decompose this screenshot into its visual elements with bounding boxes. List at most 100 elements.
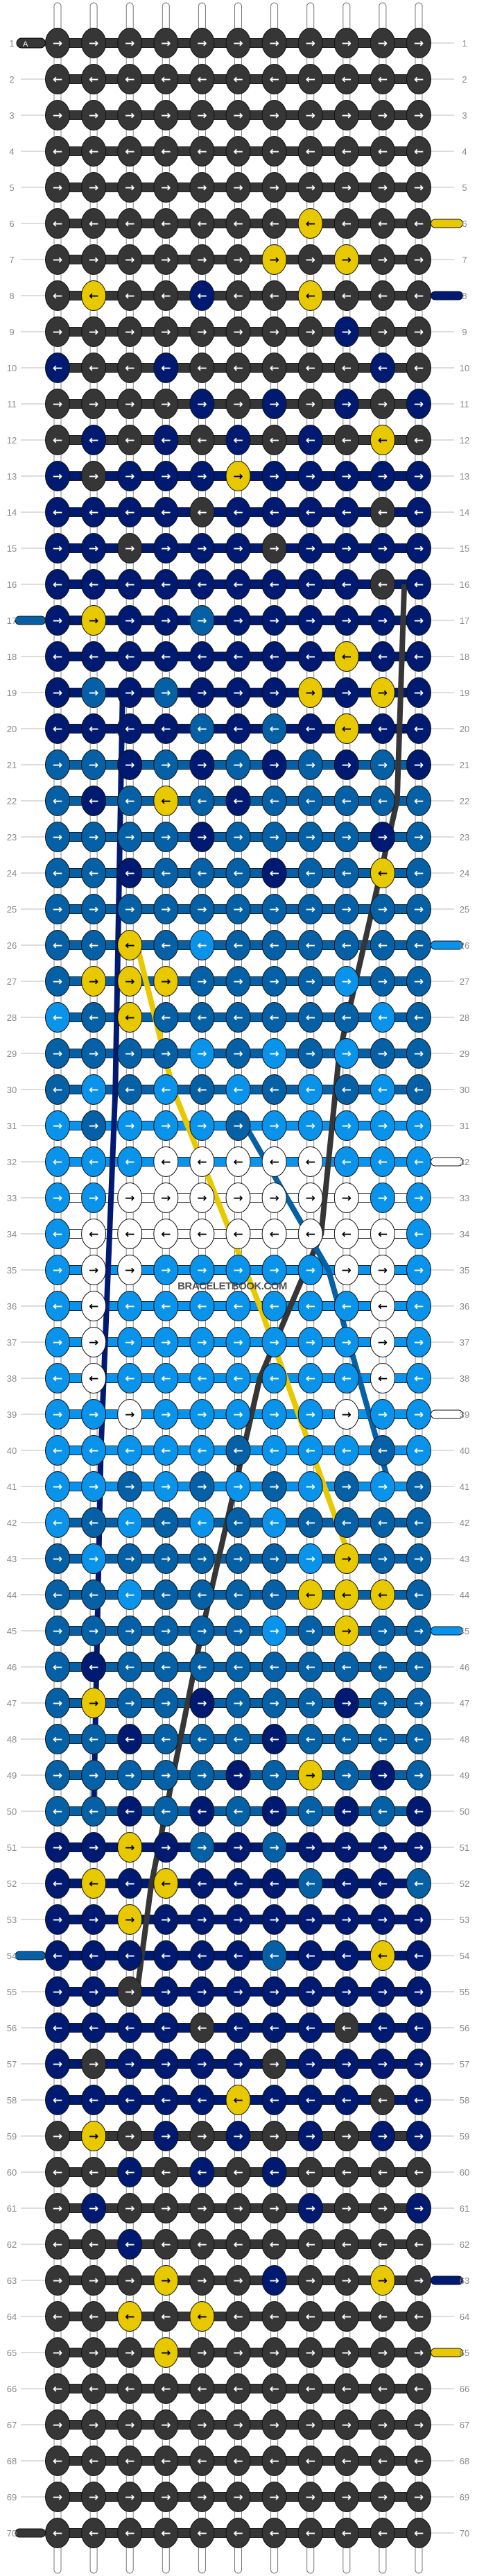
knot: ← — [189, 641, 215, 672]
arrow-right-icon: → — [414, 1769, 424, 1783]
arrow-right-icon: → — [269, 2202, 279, 2216]
arrow-right-icon: → — [197, 398, 207, 412]
knot: → — [45, 1760, 70, 1790]
arrow-right-icon: → — [161, 109, 171, 123]
knot: → — [81, 1616, 107, 1646]
knot: → — [261, 1471, 287, 1502]
arrow-left-icon: ← — [342, 362, 352, 375]
row-number-left: 14 — [7, 507, 17, 518]
arrow-left-icon: ← — [414, 1155, 424, 1169]
arrow-right-icon: → — [378, 831, 388, 845]
arrow-right-icon: → — [197, 1480, 207, 1494]
arrow-left-icon: ← — [53, 2094, 62, 2108]
knot: → — [225, 389, 251, 419]
knot: → — [117, 749, 143, 780]
knot: → — [117, 172, 143, 203]
arrow-right-icon: → — [53, 325, 62, 339]
arrow-right-icon: → — [125, 1697, 135, 1711]
knot: → — [406, 2482, 431, 2512]
knot: → — [117, 1110, 143, 1141]
knot: ← — [153, 353, 179, 383]
arrow-left-icon: ← — [233, 1228, 243, 1242]
arrow-left-icon: ← — [269, 2022, 279, 2035]
knot-shape — [45, 208, 70, 239]
knot: → — [189, 1760, 215, 1790]
arrow-left-icon: ← — [233, 1516, 243, 1530]
knot: ← — [406, 1435, 431, 1466]
arrow-right-icon: → — [342, 1119, 352, 1133]
knot: → — [297, 1688, 323, 1718]
knot: ← — [333, 2229, 359, 2260]
row-number-right: 15 — [460, 543, 469, 554]
knot: → — [333, 2409, 359, 2440]
arrow-right-icon: → — [233, 1769, 243, 1783]
thread-end-bottom — [125, 2545, 134, 2574]
knot-shape — [406, 244, 431, 275]
knot: → — [370, 1327, 395, 1357]
knot: → — [370, 316, 395, 347]
row-number-right: 23 — [460, 832, 469, 842]
arrow-left-icon: ← — [342, 1733, 352, 1747]
knot: ← — [370, 2085, 395, 2115]
arrow-left-icon: ← — [125, 1805, 135, 1819]
knot: ← — [333, 786, 359, 816]
knot: ← — [297, 1868, 323, 1899]
knot: ← — [370, 1435, 395, 1466]
knot: → — [117, 1471, 143, 1502]
arrow-left-icon: ← — [269, 2094, 279, 2108]
knot-shape — [406, 208, 431, 239]
knot: → — [117, 533, 143, 564]
arrow-left-icon: ← — [378, 2527, 388, 2541]
arrow-right-icon: → — [269, 975, 279, 989]
knot: ← — [153, 1219, 179, 1249]
knot-shape — [333, 244, 359, 275]
knot: ← — [406, 1796, 431, 1827]
knot: ← — [225, 1868, 251, 1899]
knot: → — [45, 1471, 70, 1502]
arrow-right-icon: → — [125, 1985, 135, 1999]
arrow-left-icon: ← — [414, 1588, 424, 1602]
arrow-right-icon: → — [89, 2202, 98, 2216]
knot: → — [81, 244, 107, 275]
knot: ← — [297, 1940, 323, 1971]
knot: → — [333, 172, 359, 203]
knot: ← — [333, 1940, 359, 1971]
arrow-left-icon: ← — [414, 1300, 424, 1314]
row-number-left: 24 — [7, 868, 17, 879]
arrow-right-icon: → — [53, 1264, 62, 1278]
knot: → — [333, 1543, 359, 1574]
arrow-left-icon: ← — [414, 650, 424, 664]
arrow-left-icon: ← — [306, 289, 315, 303]
knot: → — [189, 1327, 215, 1357]
knot: → — [261, 172, 287, 203]
knot: ← — [261, 1507, 287, 1538]
arrow-left-icon: ← — [125, 1011, 135, 1025]
knot: → — [153, 389, 179, 419]
arrow-right-icon: → — [306, 2130, 315, 2144]
arrow-left-icon: ← — [161, 2094, 171, 2108]
thread-end-bottom — [89, 2545, 98, 2574]
knot: ← — [81, 930, 107, 960]
knot: → — [117, 2337, 143, 2368]
arrow-right-icon: → — [342, 2346, 352, 2360]
arrow-right-icon: → — [378, 2346, 388, 2360]
arrow-left-icon: ← — [53, 650, 62, 664]
knot-shape — [189, 136, 215, 167]
thread-end-top — [379, 2, 387, 31]
knot: ← — [261, 1796, 287, 1827]
arrow-right-icon: → — [414, 398, 424, 412]
thread-end-top — [89, 2, 98, 31]
arrow-right-icon: → — [378, 1408, 388, 1422]
arrow-left-icon: ← — [161, 722, 171, 736]
knot: → — [370, 894, 395, 924]
knot: → — [153, 1038, 179, 1069]
arrow-right-icon: → — [197, 2058, 207, 2071]
knot-shape — [225, 28, 251, 58]
knot: → — [153, 1255, 179, 1285]
arrow-right-icon: → — [306, 2491, 315, 2505]
arrow-left-icon: ← — [161, 1516, 171, 1530]
knot: → — [81, 1760, 107, 1790]
knot: → — [45, 244, 70, 275]
row-number-left: 37 — [7, 1337, 17, 1348]
knot: → — [117, 2121, 143, 2151]
